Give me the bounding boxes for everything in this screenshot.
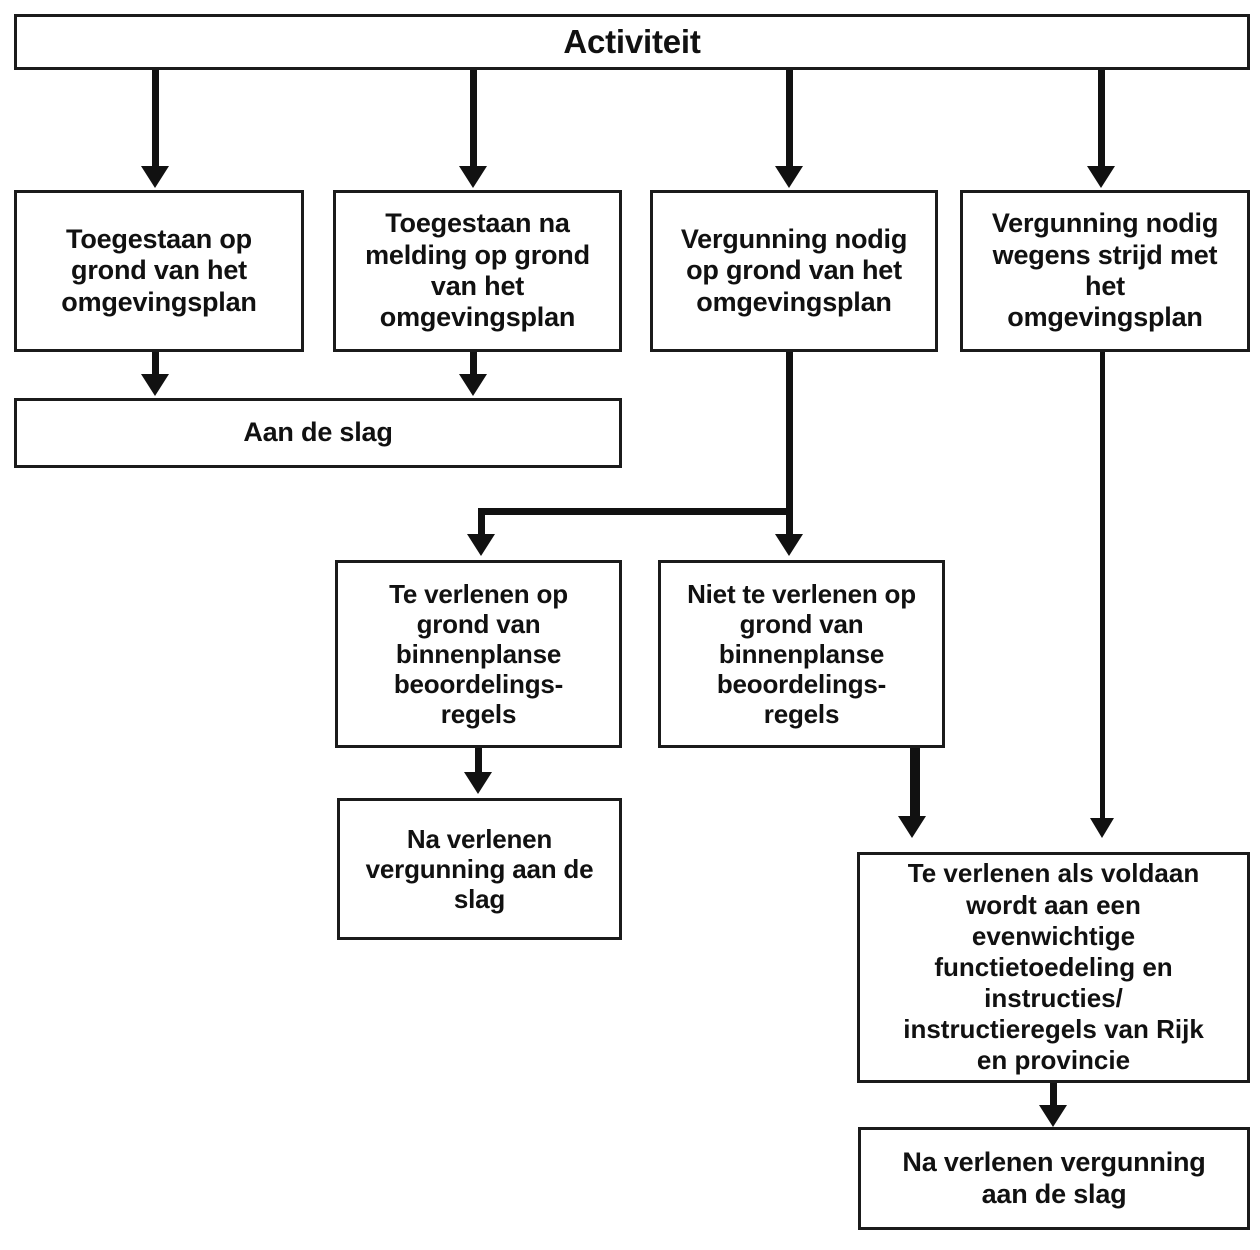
arrowhead-final-na-verlenen: [1039, 1105, 1067, 1127]
connector-toegestaan-na-melding-to-aan-de-slag: [470, 352, 477, 378]
node-na-verlenen-vergunning-aan-de-slag-label: Na verlenen vergunning aan de slag: [365, 823, 594, 915]
connector-vergunning-op-grond-branch-horizontal: [478, 508, 793, 515]
node-te-verlenen-voldaan[interactable]: Te verlenen als voldaan wordt aan een ev…: [857, 852, 1250, 1083]
node-aan-de-slag[interactable]: Aan de slag: [14, 398, 622, 468]
node-te-verlenen-binnenplans[interactable]: Te verlenen op grond van binnenplanse be…: [335, 560, 622, 748]
node-na-verlenen-vergunning-aan-de-slag-2-label: Na verlenen vergunning aan de slag: [902, 1147, 1206, 1209]
arrowhead-niet-te-verlenen-binnenplans: [775, 534, 803, 556]
connector-activiteit-to-toegestaan-na-melding: [470, 70, 477, 170]
node-toegestaan-na-melding[interactable]: Toegestaan na melding op grond van het o…: [333, 190, 622, 352]
arrowhead-na-verlenen-vergunning: [464, 772, 492, 794]
connector-vergunning-strijd-to-te-verlenen-voldaan: [1100, 352, 1105, 822]
connector-branch-to-niet-te-verlenen: [786, 508, 793, 536]
node-vergunning-op-grond-label: Vergunning nodig op grond van het omgevi…: [680, 224, 908, 317]
arrowhead-te-verlenen-voldaan-right: [1090, 818, 1114, 838]
node-na-verlenen-vergunning-aan-de-slag-2[interactable]: Na verlenen vergunning aan de slag: [858, 1127, 1250, 1230]
connector-activiteit-to-toegestaan-op-grond: [152, 70, 159, 170]
arrowhead-aan-de-slag-right: [459, 374, 487, 396]
connector-activiteit-to-vergunning-op-grond: [786, 70, 793, 170]
arrowhead-toegestaan-na-melding: [459, 166, 487, 188]
node-toegestaan-op-grond-label: Toegestaan op grond van het omgevingspla…: [61, 224, 257, 317]
arrowhead-te-verlenen-binnenplans: [467, 534, 495, 556]
connector-branch-to-te-verlenen: [478, 508, 485, 536]
node-toegestaan-na-melding-label: Toegestaan na melding op grond van het o…: [365, 208, 590, 333]
connector-te-verlenen-to-na-verlenen: [475, 748, 482, 776]
arrowhead-te-verlenen-voldaan-left: [898, 816, 926, 838]
connector-niet-te-verlenen-to-te-verlenen-voldaan: [910, 748, 920, 820]
connector-vergunning-op-grond-trunk: [786, 352, 793, 514]
node-te-verlenen-binnenplans-label: Te verlenen op grond van binnenplanse be…: [389, 578, 568, 730]
node-vergunning-strijd-label: Vergunning nodig wegens strijd met het o…: [991, 208, 1219, 333]
node-aan-de-slag-label: Aan de slag: [243, 417, 393, 448]
node-te-verlenen-voldaan-label: Te verlenen als voldaan wordt aan een ev…: [903, 858, 1204, 1076]
node-activiteit[interactable]: Activiteit: [14, 14, 1250, 70]
node-toegestaan-op-grond[interactable]: Toegestaan op grond van het omgevingspla…: [14, 190, 304, 352]
connector-toegestaan-op-grond-to-aan-de-slag: [152, 352, 159, 378]
connector-te-verlenen-voldaan-to-final: [1050, 1083, 1057, 1113]
arrowhead-vergunning-strijd: [1087, 166, 1115, 188]
node-vergunning-strijd[interactable]: Vergunning nodig wegens strijd met het o…: [960, 190, 1250, 352]
node-niet-te-verlenen-binnenplans[interactable]: Niet te verlenen op grond van binnenplan…: [658, 560, 945, 748]
arrowhead-vergunning-op-grond: [775, 166, 803, 188]
node-vergunning-op-grond[interactable]: Vergunning nodig op grond van het omgevi…: [650, 190, 938, 352]
node-activiteit-label: Activiteit: [563, 22, 701, 60]
arrowhead-aan-de-slag-left: [141, 374, 169, 396]
node-niet-te-verlenen-binnenplans-label: Niet te verlenen op grond van binnenplan…: [687, 578, 916, 730]
node-na-verlenen-vergunning-aan-de-slag[interactable]: Na verlenen vergunning aan de slag: [337, 798, 622, 940]
arrowhead-toegestaan-op-grond: [141, 166, 169, 188]
connector-activiteit-to-vergunning-strijd: [1098, 70, 1105, 170]
